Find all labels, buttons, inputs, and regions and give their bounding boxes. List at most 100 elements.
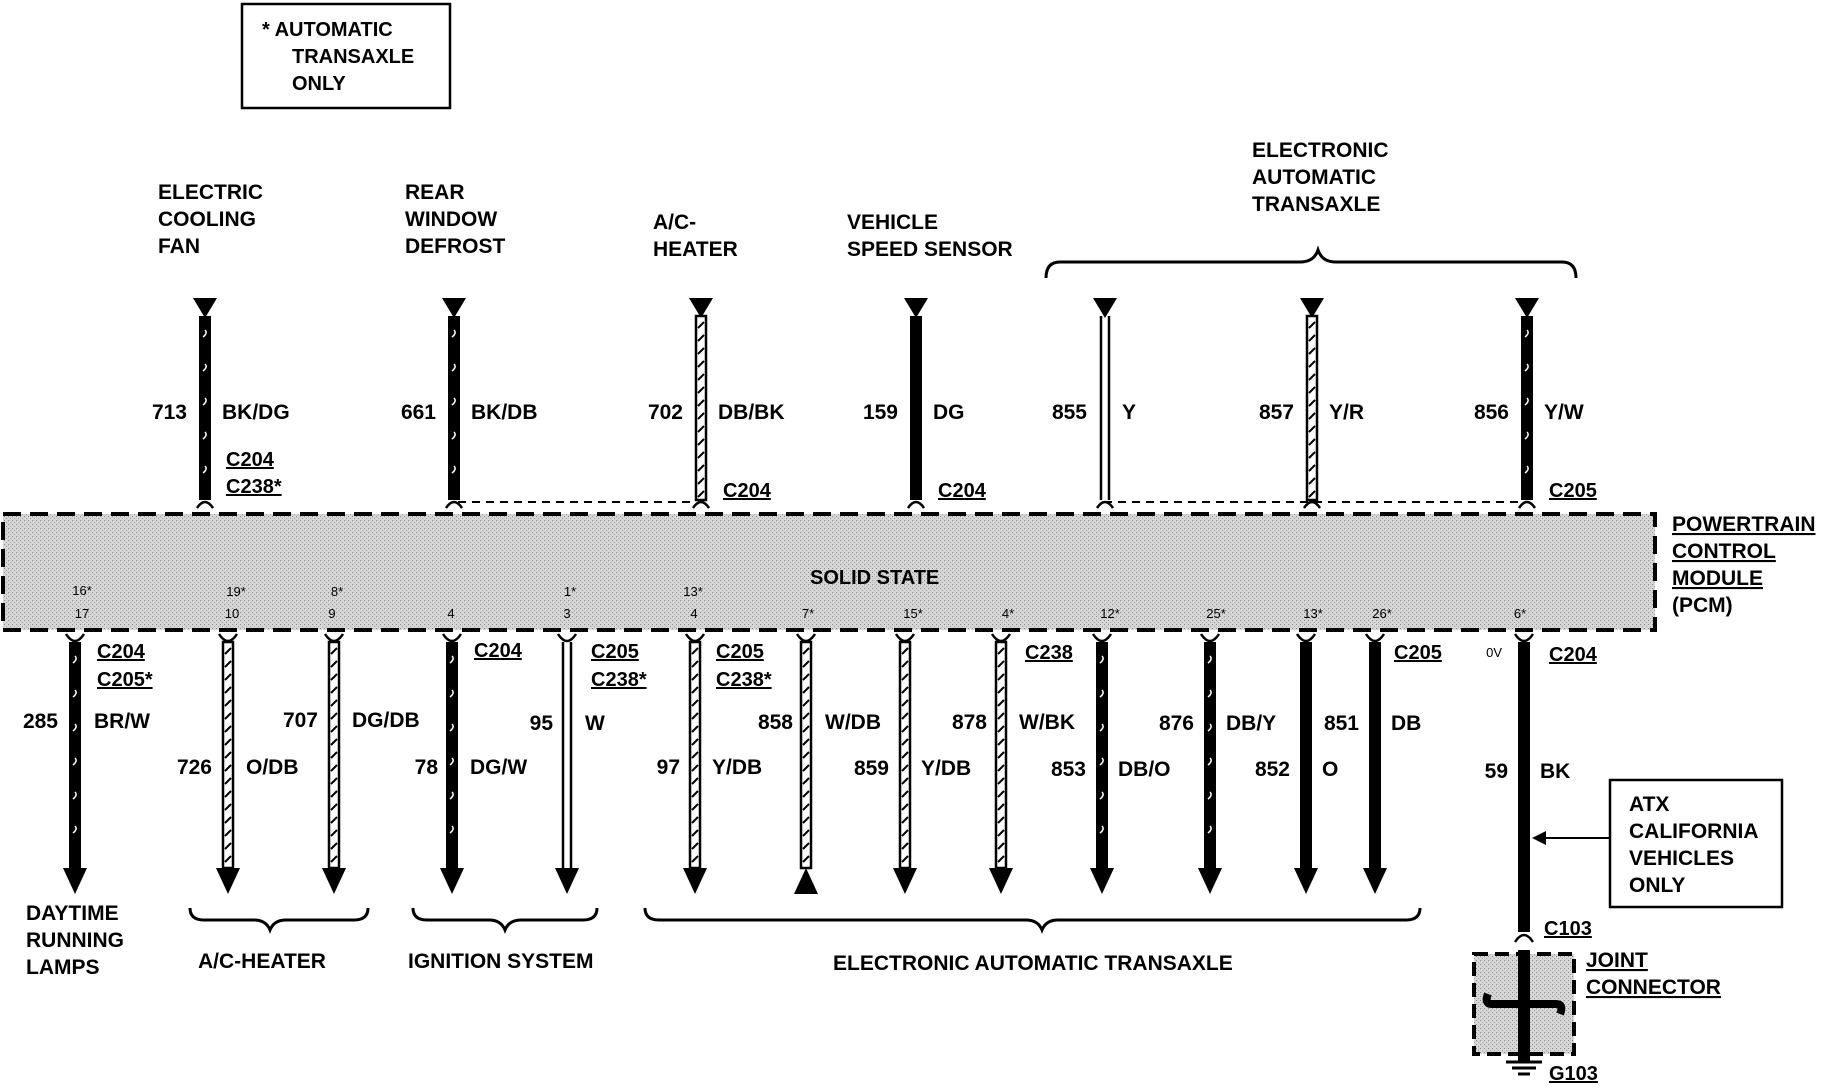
bottom-wire-853-color: DB/O <box>1118 758 1171 781</box>
bottom-wire-878-pin-0: 4* <box>1002 606 1014 621</box>
atx-note-arrowhead <box>1532 831 1546 845</box>
bottom-wire-707-pin-socket <box>323 633 345 643</box>
bottom-wire-853-circuit: 853 <box>1051 758 1086 781</box>
bottom-wire-95-color: W <box>585 712 605 735</box>
vss-label-1: VEHICLE <box>847 211 938 234</box>
ground-assembly: C103 JOINT CONNECTOR G103 <box>1472 918 1721 1085</box>
bottom-wire-878-arrow <box>989 868 1013 894</box>
bottom-wire-97-arrow <box>683 868 707 894</box>
bottom-wire-852-body <box>1300 642 1312 868</box>
top-wire-713-color: BK/DG <box>222 401 290 424</box>
bottom-wire-59-body <box>1518 642 1530 932</box>
bottom-wire-285-color: BR/W <box>94 710 150 733</box>
joint-connector-bar <box>1482 992 1566 1016</box>
bottom-wire-876-color: DB/Y <box>1226 712 1276 735</box>
rear-defrost-label-2: WINDOW <box>405 208 497 231</box>
bottom-wire-95-pin-socket <box>556 633 578 643</box>
automatic-transaxle-note: * AUTOMATIC TRANSAXLE ONLY <box>240 2 452 110</box>
bottom-wire-859-arrow <box>893 868 917 894</box>
top-wire-855-pin-socket <box>1095 500 1115 509</box>
bottom-wire-858-hatch <box>802 647 810 863</box>
bottom-wire-853-tracer <box>1099 655 1104 834</box>
bottom-wire-726-arrow <box>216 868 240 894</box>
bottom-wire-95-circuit: 95 <box>530 712 554 735</box>
top-wire-857-hatch <box>1308 321 1316 498</box>
top-wire-702-color: DB/BK <box>718 401 785 424</box>
bottom-wire-59-pin-socket <box>1513 633 1535 643</box>
bottom-wire-726-circuit: 726 <box>177 756 212 779</box>
top-wire-856-pin-socket <box>1517 500 1537 509</box>
atx-california-note: ATX CALIFORNIA VEHICLES ONLY <box>1532 778 1784 909</box>
bottom-wire-285-pin-0: 16* <box>72 583 92 598</box>
bottom-wire-853-body <box>1096 642 1108 868</box>
bottom-wire-852-pin-socket <box>1295 633 1317 643</box>
bottom-wire-726-color: O/DB <box>246 756 299 779</box>
joint-connector-label-2: CONNECTOR <box>1586 976 1721 999</box>
top-wire-713-terminal <box>193 298 217 318</box>
c103-connector-label: C103 <box>1544 918 1592 940</box>
bottom-wire-59-pin-0: 6* <box>1514 606 1526 621</box>
bottom-wire-851-color: DB <box>1391 712 1421 735</box>
top-wire-159-connector-0: C204 <box>938 480 987 502</box>
top-wire-159-body <box>910 316 922 500</box>
top-wire-702-terminal <box>689 298 713 318</box>
top-wire-855: 855Y3* <box>1052 298 1136 542</box>
top-wire-857-color: Y/R <box>1329 401 1364 424</box>
top-wire-856-connector-0: C205 <box>1549 480 1597 502</box>
note-line-2: TRANSAXLE <box>292 46 414 68</box>
pcm-name-line-2: CONTROL <box>1672 540 1776 563</box>
drl-label-1: DAYTIME <box>26 902 119 925</box>
atx-note-line-4: ONLY <box>1629 874 1685 897</box>
bottom-wire-707-pin-1: 9 <box>328 606 335 621</box>
bottom-wire-707-color: DG/DB <box>352 709 420 732</box>
bottom-wire-707-hatch <box>330 647 338 863</box>
top-wire-856-color: Y/W <box>1544 401 1584 424</box>
bottom-wire-59-color: BK <box>1540 760 1570 783</box>
top-wire-661-pin-socket <box>444 500 464 509</box>
top-group-labels: ELECTRIC COOLING FAN REAR WINDOW DEFROST… <box>158 139 1578 279</box>
top-wire-856-circuit: 856 <box>1474 401 1509 424</box>
bottom-wire-878-hatch <box>997 647 1005 863</box>
eat-bottom-label: ELECTRONIC AUTOMATIC TRANSAXLE <box>833 952 1233 975</box>
bottom-wire-726-pin-socket <box>217 633 239 643</box>
bottom-wire-95-pin-0: 1* <box>564 584 576 599</box>
bottom-wire-707-arrow <box>322 868 346 894</box>
pcm-name-line-1: POWERTRAIN <box>1672 513 1816 536</box>
bottom-wire-97-pin-socket <box>684 633 706 643</box>
top-wire-713-body <box>199 316 211 500</box>
ac-heater-top-label-2: HEATER <box>653 238 738 261</box>
bottom-wire-285-circuit: 285 <box>23 710 58 733</box>
top-wire-661-tracer <box>451 329 456 474</box>
bottom-wire-285-pin-socket <box>64 633 86 643</box>
top-wire-702-pin-socket <box>691 500 711 509</box>
bottom-wire-876-pin-socket <box>1199 633 1221 643</box>
bottom-wire-876-circuit: 876 <box>1159 712 1194 735</box>
bottom-wire-878-pin-socket <box>990 633 1012 643</box>
top-wire-856-tracer <box>1524 329 1529 474</box>
bottom-wire-78-tracer <box>449 655 454 834</box>
pcm-solid-state-label: SOLID STATE <box>810 567 939 589</box>
bottom-wire-851-circuit: 851 <box>1324 712 1359 735</box>
bottom-wire-876-pin-0: 25* <box>1206 606 1226 621</box>
bottom-wire-726-pin-0: 19* <box>226 584 246 599</box>
pcm-name-line-3: MODULE <box>1672 567 1763 590</box>
bottom-wire-851-arrow <box>1363 868 1387 894</box>
bottom-wire-97-circuit: 97 <box>657 756 680 779</box>
ac-heater-bottom-label: A/C-HEATER <box>198 950 326 973</box>
bottom-wire-59-connector-0: C204 <box>1549 644 1598 666</box>
bottom-wire-853-pin-socket <box>1091 633 1113 643</box>
bottom-wire-59-circuit: 59 <box>1485 760 1508 783</box>
top-wire-856-terminal <box>1515 298 1539 318</box>
top-wire-702-circuit: 702 <box>648 401 683 424</box>
top-wire-713-connector-1: C238* <box>226 476 282 498</box>
bottom-wire-285-connector-1: C205* <box>97 669 153 691</box>
atx-note-line-1: ATX <box>1629 793 1669 816</box>
atx-note-line-2: CALIFORNIA <box>1629 820 1759 843</box>
